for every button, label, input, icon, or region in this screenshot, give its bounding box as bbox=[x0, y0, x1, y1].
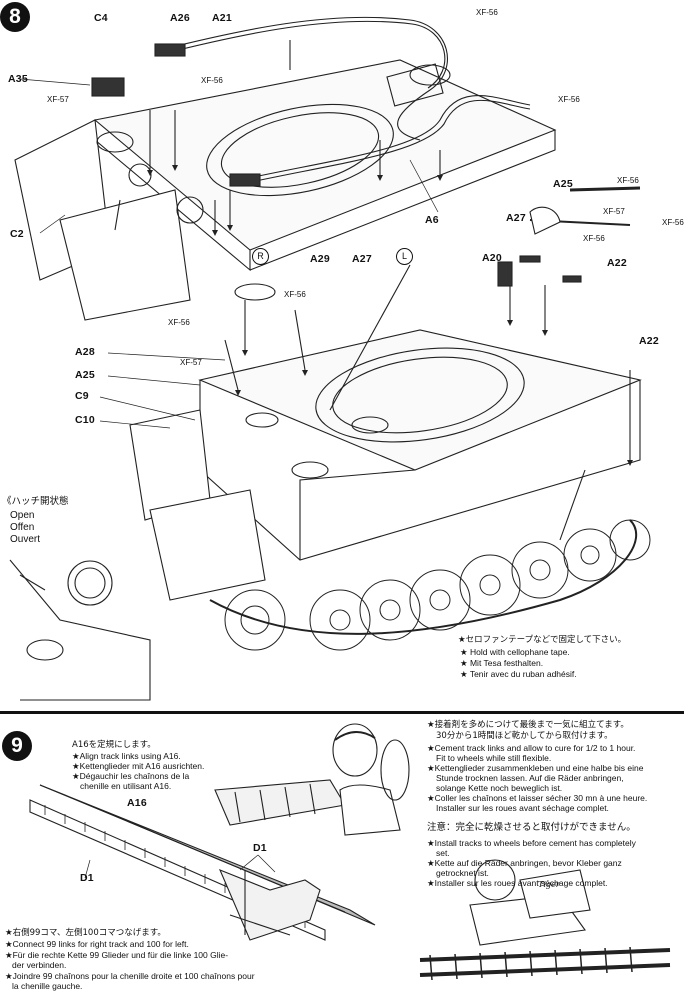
part-label-a27-mid: A27 bbox=[352, 253, 372, 265]
align-note-fr-2: chenille en utilisant A16. bbox=[80, 781, 172, 791]
hatch-open-fr: Ouvert bbox=[10, 534, 41, 545]
cement-note-en-2: Fit to wheels while still flexible. bbox=[436, 753, 552, 763]
cement-note-jp-1: ★接着剤を多めにつけて最後まで一気に組立てます。 bbox=[427, 720, 629, 730]
part-label-a25-top: A25 bbox=[553, 178, 573, 190]
step-number-badge: 8 bbox=[0, 2, 30, 32]
links-note-fr-1: ★Joindre 99 chaînons pour la chenille dr… bbox=[5, 971, 255, 981]
part-label-a20: A20 bbox=[482, 252, 502, 264]
part-label-d1: D1 bbox=[253, 842, 267, 854]
caution-note-en-1: ★Install tracks to wheels before cement … bbox=[427, 838, 636, 848]
caution-note-jp: 注意：完全に乾燥させると取付けができません。 bbox=[427, 822, 636, 833]
paint-code-xf56: XF-56 bbox=[662, 218, 684, 227]
caution-note-de-1: ★Kette auf die Räder anbringen, bevor Kl… bbox=[427, 858, 622, 868]
caution-note-de-2: getrocknet ist. bbox=[436, 868, 489, 878]
paint-code-xf56: XF-56 bbox=[284, 290, 306, 299]
part-label-a16: A16 bbox=[127, 797, 147, 809]
paint-code-xf57: XF-57 bbox=[180, 358, 202, 367]
part-label-a6: A6 bbox=[425, 214, 439, 226]
part-label-d1: D1 bbox=[80, 872, 94, 884]
part-label-a29: A29 bbox=[310, 253, 330, 265]
links-note-fr-2: la chenille gauche. bbox=[12, 981, 83, 991]
cement-note-fr-1: ★Coller les chaînons et laisser sécher 3… bbox=[427, 793, 648, 803]
part-label-a22-b: A22 bbox=[639, 335, 659, 347]
part-label-a25-mid: A25 bbox=[75, 369, 95, 381]
cement-note-de-2: Stunde trocknen lassen. Auf die Räder an… bbox=[436, 773, 624, 783]
align-note-fr-1: ★Dégauchir les chaînons de la bbox=[72, 771, 190, 781]
part-label-c10: C10 bbox=[75, 414, 95, 426]
caution-note-fr: ★Installer sur les roues avant séchage c… bbox=[427, 878, 608, 888]
part-label-a26: A26 bbox=[170, 12, 190, 24]
cement-note-jp-2: 30分から1時間ほど乾かしてから取付けます。 bbox=[436, 731, 613, 741]
cement-note-de-1: ★Kettenglieder zusammenkleben und eine h… bbox=[427, 763, 644, 773]
align-note-en: ★Align track links using A16. bbox=[72, 751, 181, 761]
cement-note-en-1: ★Cement track links and allow to cure fo… bbox=[427, 743, 636, 753]
align-note-de: ★Kettenglieder mit A16 ausrichten. bbox=[72, 761, 205, 771]
part-label-c9: C9 bbox=[75, 390, 89, 402]
tape-note-en: ★ Hold with cellophane tape. bbox=[460, 647, 570, 657]
paint-code-xf57: XF-57 bbox=[603, 207, 625, 216]
paint-code-xf56: XF-56 bbox=[617, 176, 639, 185]
links-note-en: ★Connect 99 links for right track and 10… bbox=[5, 939, 189, 949]
part-label-c4: C4 bbox=[94, 12, 108, 24]
paint-code-xf56: XF-56 bbox=[201, 76, 223, 85]
paint-code-xf57: XF-57 bbox=[47, 95, 69, 104]
part-label-a27-top: A27 bbox=[506, 212, 526, 224]
hatch-open-de: Offen bbox=[10, 522, 35, 533]
paint-code-xf56: XF-56 bbox=[558, 95, 580, 104]
tape-note-jp: ★セロファンテープなどで固定して下さい。 bbox=[458, 635, 627, 645]
cement-note-fr-2: Installer sur les roues avant séchage co… bbox=[436, 803, 609, 813]
hatch-left-marker: L bbox=[396, 248, 413, 265]
hatch-open-jp: 《ハッチ開状態 bbox=[2, 496, 69, 507]
hatch-open-en: Open bbox=[10, 510, 35, 521]
part-label-a22-a: A22 bbox=[607, 257, 627, 269]
caution-note-en-2: set. bbox=[436, 848, 450, 858]
part-label-a21: A21 bbox=[212, 12, 232, 24]
paint-code-xf56: XF-56 bbox=[168, 318, 190, 327]
part-label-a35: A35 bbox=[8, 73, 28, 85]
book-title: Tiger bbox=[538, 880, 560, 889]
tape-note-fr: ★ Tenir avec du ruban adhésif. bbox=[460, 669, 577, 679]
part-label-a28: A28 bbox=[75, 346, 95, 358]
align-note-jp: A16を定規にします。 bbox=[72, 740, 156, 750]
paint-code-xf56: XF-56 bbox=[476, 8, 498, 17]
part-label-c2: C2 bbox=[10, 228, 24, 240]
tape-note-de: ★ Mit Tesa festhalten. bbox=[460, 658, 544, 668]
links-note-de-1: ★Für die rechte Kette 99 Glieder und für… bbox=[5, 950, 229, 960]
hatch-right-marker: R bbox=[252, 248, 269, 265]
links-note-jp: ★右側99コマ、左側100コマつなげます。 bbox=[5, 928, 166, 938]
links-note-de-2: der verbinden. bbox=[12, 960, 67, 970]
step-number-badge: 9 bbox=[2, 731, 32, 761]
section-divider bbox=[0, 711, 684, 714]
paint-code-xf56: XF-56 bbox=[583, 234, 605, 243]
cement-note-de-3: solange Kette noch beweglich ist. bbox=[436, 783, 563, 793]
